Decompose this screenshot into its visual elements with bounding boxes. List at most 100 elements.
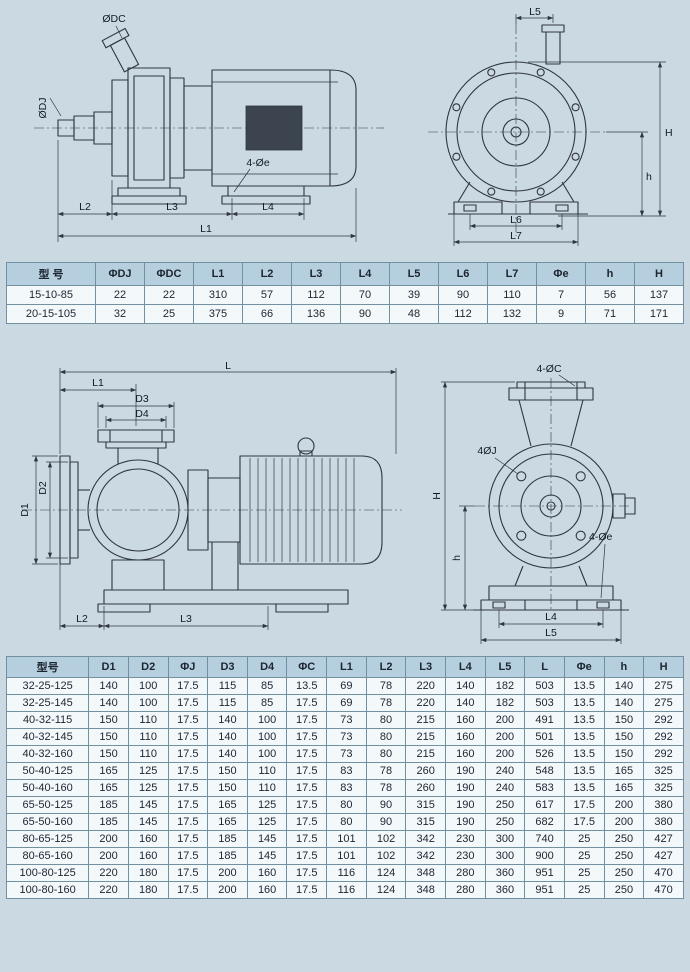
value-cell: 215 [405, 745, 446, 763]
pump2-end-discharge [508, 381, 594, 447]
column-header: 型号 [5, 656, 90, 678]
dim-label-L: L [225, 360, 231, 372]
value-cell: 85 [246, 677, 288, 695]
value-cell: 110 [246, 762, 288, 780]
model-cell: 15-10-85 [6, 285, 96, 305]
value-cell: 310 [193, 285, 243, 305]
pump1-motor [211, 69, 357, 187]
value-cell: 682 [524, 813, 565, 831]
value-cell: 100 [127, 677, 169, 695]
value-cell: 160 [445, 728, 486, 746]
value-cell: 115 [207, 694, 248, 712]
dim-label-H: H [431, 492, 443, 500]
dim-label-d1: D1 [19, 503, 31, 517]
value-cell: 140 [88, 694, 129, 712]
pump1-end-body [445, 61, 587, 203]
value-cell: 140 [603, 677, 645, 695]
value-cell: 83 [326, 762, 367, 780]
column-header: D1 [88, 656, 129, 678]
model-cell: 20-15-105 [6, 304, 96, 324]
value-cell: 292 [643, 728, 684, 746]
value-cell: 73 [326, 728, 367, 746]
value-cell: 17.5 [167, 813, 209, 831]
value-cell: 17.5 [286, 830, 328, 848]
value-cell: 101 [326, 830, 367, 848]
value-cell: 85 [246, 694, 288, 712]
pump1-drawings: ØDJ ØDC [0, 0, 690, 254]
dim-label-l4: L4 [545, 611, 557, 623]
value-cell: 145 [127, 813, 169, 831]
column-header: L1 [326, 656, 367, 678]
value-cell: 200 [484, 711, 526, 729]
value-cell: 292 [643, 711, 684, 729]
model-cell: 40-32-115 [5, 711, 90, 729]
value-cell: 342 [405, 830, 446, 848]
value-cell: 140 [207, 745, 248, 763]
value-cell: 17.5 [167, 881, 209, 899]
column-header: L5 [484, 656, 526, 678]
model-cell: 65-50-125 [5, 796, 90, 814]
column-header: L6 [438, 262, 488, 286]
value-cell: 275 [643, 694, 684, 712]
column-header: ΦDJ [95, 262, 145, 286]
value-cell: 17.5 [286, 779, 328, 797]
value-cell: 200 [484, 728, 526, 746]
value-cell: 124 [365, 881, 407, 899]
value-cell: 140 [603, 694, 645, 712]
value-cell: 17.5 [167, 779, 209, 797]
value-cell: 17.5 [286, 881, 328, 899]
value-cell: 13.5 [563, 694, 605, 712]
value-cell: 17.5 [286, 847, 328, 865]
column-header: Φe [536, 262, 586, 286]
value-cell: 13.5 [563, 745, 605, 763]
value-cell: 951 [524, 881, 565, 899]
model-cell: 40-32-160 [5, 745, 90, 763]
value-cell: 230 [445, 830, 486, 848]
value-cell: 325 [643, 762, 684, 780]
value-cell: 80 [326, 796, 367, 814]
value-cell: 112 [438, 304, 488, 324]
value-cell: 140 [445, 694, 486, 712]
dim-label-4-oe: 4-Øe [589, 531, 613, 543]
value-cell: 190 [445, 796, 486, 814]
value-cell: 17.5 [286, 813, 328, 831]
value-cell: 17.5 [286, 711, 328, 729]
value-cell: 300 [484, 830, 526, 848]
column-header: H [634, 262, 684, 286]
value-cell: 150 [88, 728, 129, 746]
value-cell: 185 [207, 830, 248, 848]
value-cell: 470 [643, 864, 684, 882]
value-cell: 13.5 [563, 677, 605, 695]
value-cell: 32 [95, 304, 145, 324]
value-cell: 491 [524, 711, 565, 729]
value-cell: 17.5 [286, 745, 328, 763]
model-cell: 32-25-145 [5, 694, 90, 712]
value-cell: 230 [445, 847, 486, 865]
value-cell: 526 [524, 745, 565, 763]
value-cell: 165 [603, 762, 645, 780]
value-cell: 116 [326, 864, 367, 882]
value-cell: 200 [484, 745, 526, 763]
value-cell: 25 [563, 830, 605, 848]
value-cell: 240 [484, 762, 526, 780]
model-cell: 80-65-160 [5, 847, 90, 865]
value-cell: 315 [405, 796, 446, 814]
value-cell: 140 [445, 677, 486, 695]
value-cell: 125 [246, 796, 288, 814]
motor-nameplate [245, 105, 303, 151]
model-cell: 32-25-125 [5, 677, 90, 695]
value-cell: 150 [88, 745, 129, 763]
value-cell: 220 [405, 677, 446, 695]
value-cell: 101 [326, 847, 367, 865]
value-cell: 70 [340, 285, 390, 305]
value-cell: 200 [88, 830, 129, 848]
column-header: Φe [563, 656, 605, 678]
value-cell: 17.5 [167, 711, 209, 729]
